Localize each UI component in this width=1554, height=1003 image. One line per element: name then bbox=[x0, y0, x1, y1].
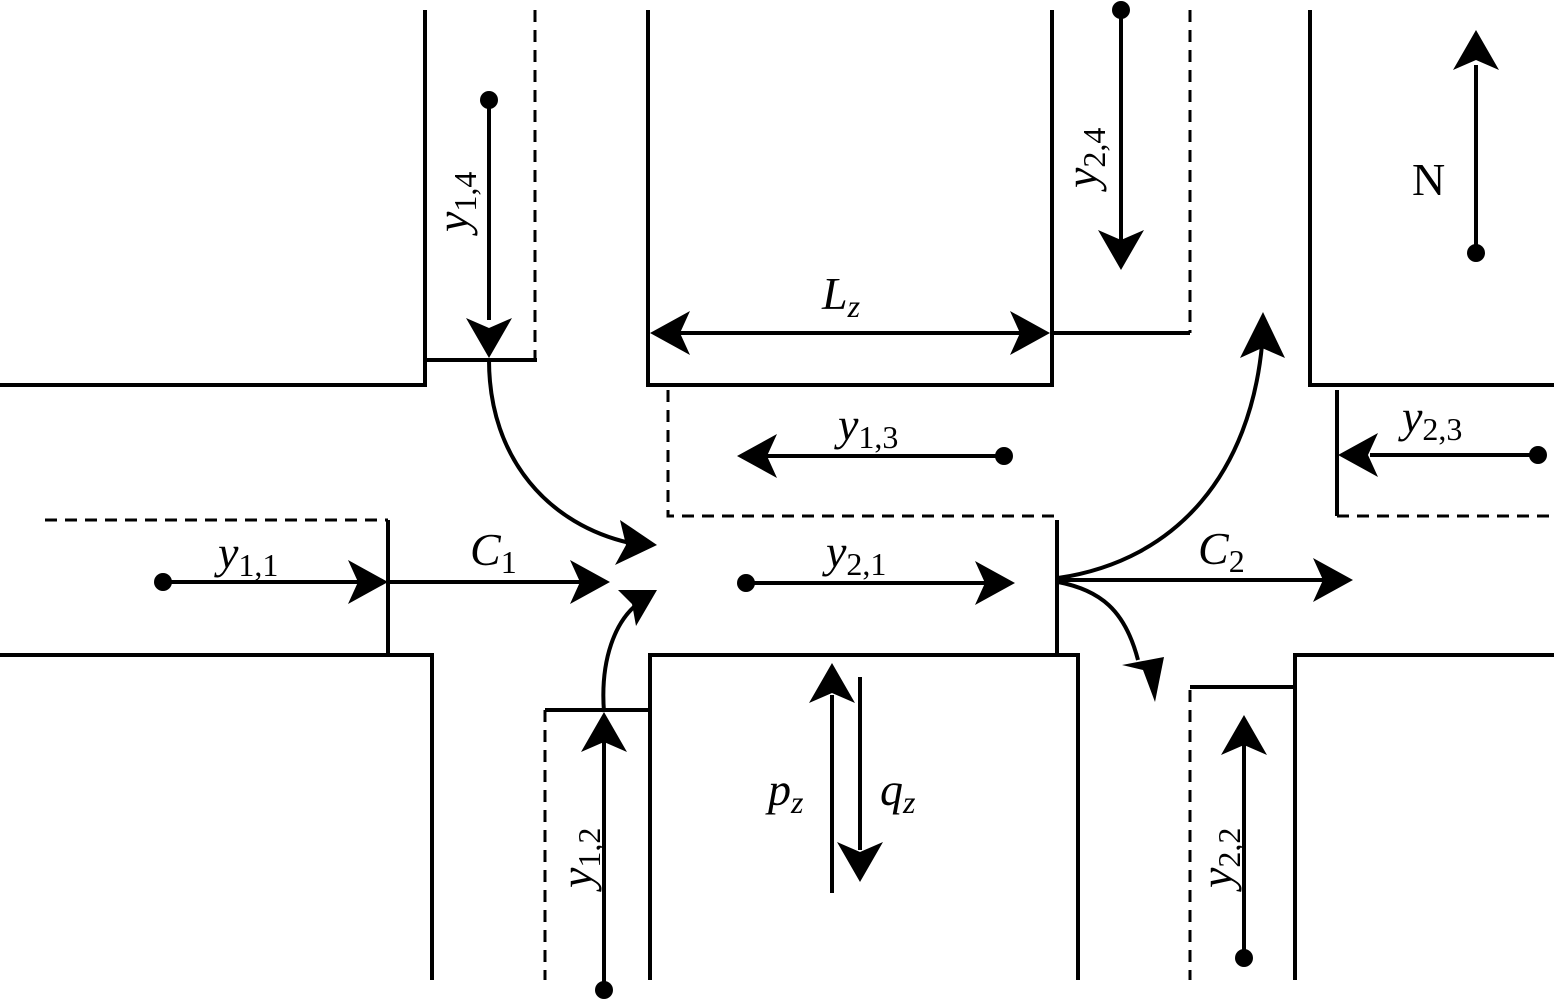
flow-arrow-y12 bbox=[581, 712, 627, 999]
lane-dividers bbox=[45, 10, 1554, 980]
label-y24: y2,4 bbox=[1056, 128, 1112, 192]
turn-arrow-to-north bbox=[1057, 312, 1285, 580]
flow-arrow-c1 bbox=[388, 560, 610, 604]
flow-arrow-pz bbox=[809, 663, 855, 893]
label-y23: y2,3 bbox=[1398, 391, 1462, 447]
flow-arrow-qz bbox=[837, 677, 883, 882]
turn-arrow-from-south bbox=[601, 590, 657, 713]
flow-arrow-y11 bbox=[154, 560, 388, 604]
north-arrow bbox=[1453, 30, 1499, 262]
label-y11: y1,1 bbox=[214, 527, 278, 583]
label-y12: y1,2 bbox=[551, 828, 607, 892]
stop-lines bbox=[386, 331, 1339, 712]
turn-arrow-to-south bbox=[1057, 580, 1164, 702]
flow-arrow-y23 bbox=[1338, 433, 1547, 477]
label-y13: y1,3 bbox=[834, 399, 898, 455]
flow-arrow-y21 bbox=[737, 561, 1015, 605]
label-lz: Lz bbox=[821, 268, 861, 324]
flow-arrow-y13 bbox=[737, 434, 1013, 478]
label-y21: y2,1 bbox=[822, 526, 886, 582]
label-y14: y1,4 bbox=[427, 172, 483, 236]
label-north: N bbox=[1412, 154, 1445, 205]
flow-arrow-y24 bbox=[1098, 1, 1144, 270]
label-qz: qz bbox=[880, 764, 916, 820]
label-pz: pz bbox=[765, 764, 804, 820]
label-y22: y2,2 bbox=[1191, 828, 1247, 892]
turn-arrow-from-north bbox=[487, 359, 657, 565]
road-edges bbox=[0, 10, 1554, 980]
link-length-arrow bbox=[650, 311, 1050, 355]
flow-arrow-y22 bbox=[1221, 715, 1267, 967]
flow-arrow-c2 bbox=[1058, 558, 1353, 602]
label-c2: C2 bbox=[1198, 523, 1245, 579]
flow-arrow-y14 bbox=[466, 91, 512, 358]
label-c1: C1 bbox=[470, 524, 517, 580]
